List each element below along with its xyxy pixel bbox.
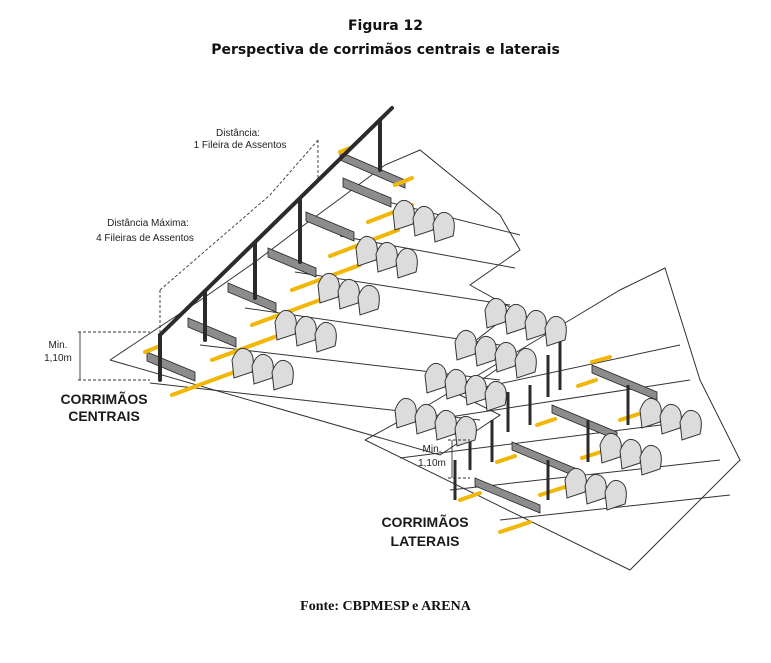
central-seats — [231, 199, 455, 391]
lateral-seats — [394, 297, 702, 511]
distance-max-line2: 4 Fileiras de Assentos — [96, 233, 194, 244]
lateral-label-line1: CORRIMÃOS — [381, 513, 468, 530]
figure-source: Fonte: CBPMESP e ARENA — [300, 599, 471, 614]
central-handrail — [158, 106, 394, 382]
central-label-line2: CENTRAIS — [68, 408, 140, 424]
distance-one-row-line1: Distância: — [216, 128, 260, 139]
figure-number: Figura 12 — [347, 18, 424, 34]
lateral-label-line2: LATERAIS — [391, 533, 460, 549]
min-height-right-line2: 1,10m — [418, 458, 446, 469]
dimension-lines — [78, 139, 319, 381]
min-height-left-line2: 1,10m — [44, 353, 72, 364]
lateral-dimension — [448, 439, 470, 479]
distance-max-line1: Distância Máxima: — [107, 218, 189, 229]
min-height-right-line1: Min. — [423, 444, 442, 455]
central-stair-treads — [146, 151, 406, 382]
central-label-line1: CORRIMÃOS — [60, 390, 147, 407]
central-yellow-stripes — [143, 146, 414, 397]
lateral-handrails — [453, 330, 630, 500]
distance-one-row-line2: 1 Fileira de Assentos — [194, 140, 287, 151]
min-height-left-line1: Min. — [49, 340, 68, 351]
figure-title: Perspectiva de corrimãos centrais e late… — [211, 42, 560, 58]
